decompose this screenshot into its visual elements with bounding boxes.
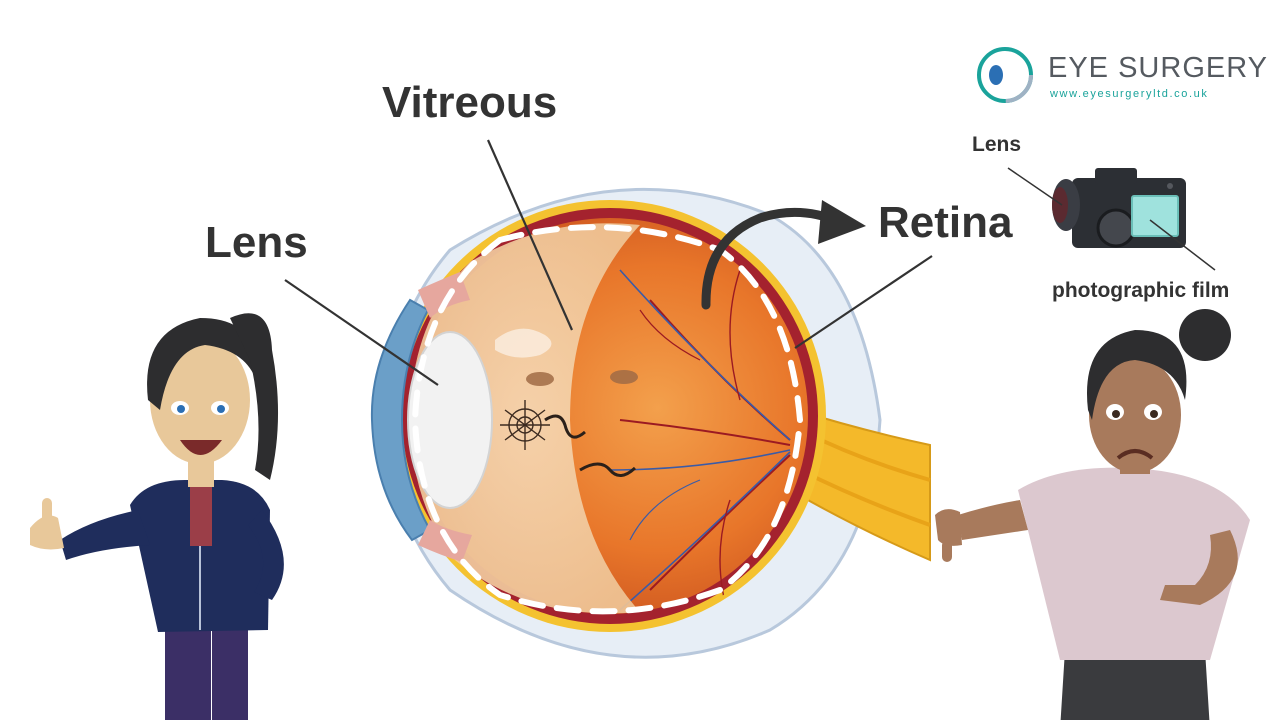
retina-pointer bbox=[794, 255, 933, 349]
pointer-lines bbox=[284, 139, 933, 386]
eye-surgery-logo-icon bbox=[977, 47, 1033, 103]
photographic-film-label: photographic film bbox=[1052, 279, 1230, 302]
lens-pointer bbox=[284, 279, 439, 386]
camera-screen bbox=[1131, 195, 1179, 237]
camera-lens-label: Lens bbox=[972, 133, 1022, 156]
brand-url: www.eyesurgeryltd.co.uk bbox=[1050, 88, 1209, 100]
retina-label: Retina bbox=[878, 198, 1013, 247]
iris bbox=[370, 298, 432, 542]
camera-icon bbox=[1007, 167, 1216, 271]
happy-woman-character bbox=[30, 313, 284, 720]
brand-name: EYE SURGERY bbox=[1048, 52, 1268, 84]
retina-arrow bbox=[701, 200, 866, 310]
unhappy-woman-character bbox=[935, 309, 1250, 720]
vitreous-pointer bbox=[486, 139, 574, 331]
floaters bbox=[495, 328, 638, 477]
vitreous-label: Vitreous bbox=[382, 78, 558, 127]
cobweb-floater bbox=[500, 400, 550, 450]
lens-label: Lens bbox=[205, 218, 308, 267]
optic-nerve bbox=[789, 406, 931, 562]
eyeball bbox=[370, 188, 931, 659]
crystalline-lens bbox=[407, 331, 493, 509]
